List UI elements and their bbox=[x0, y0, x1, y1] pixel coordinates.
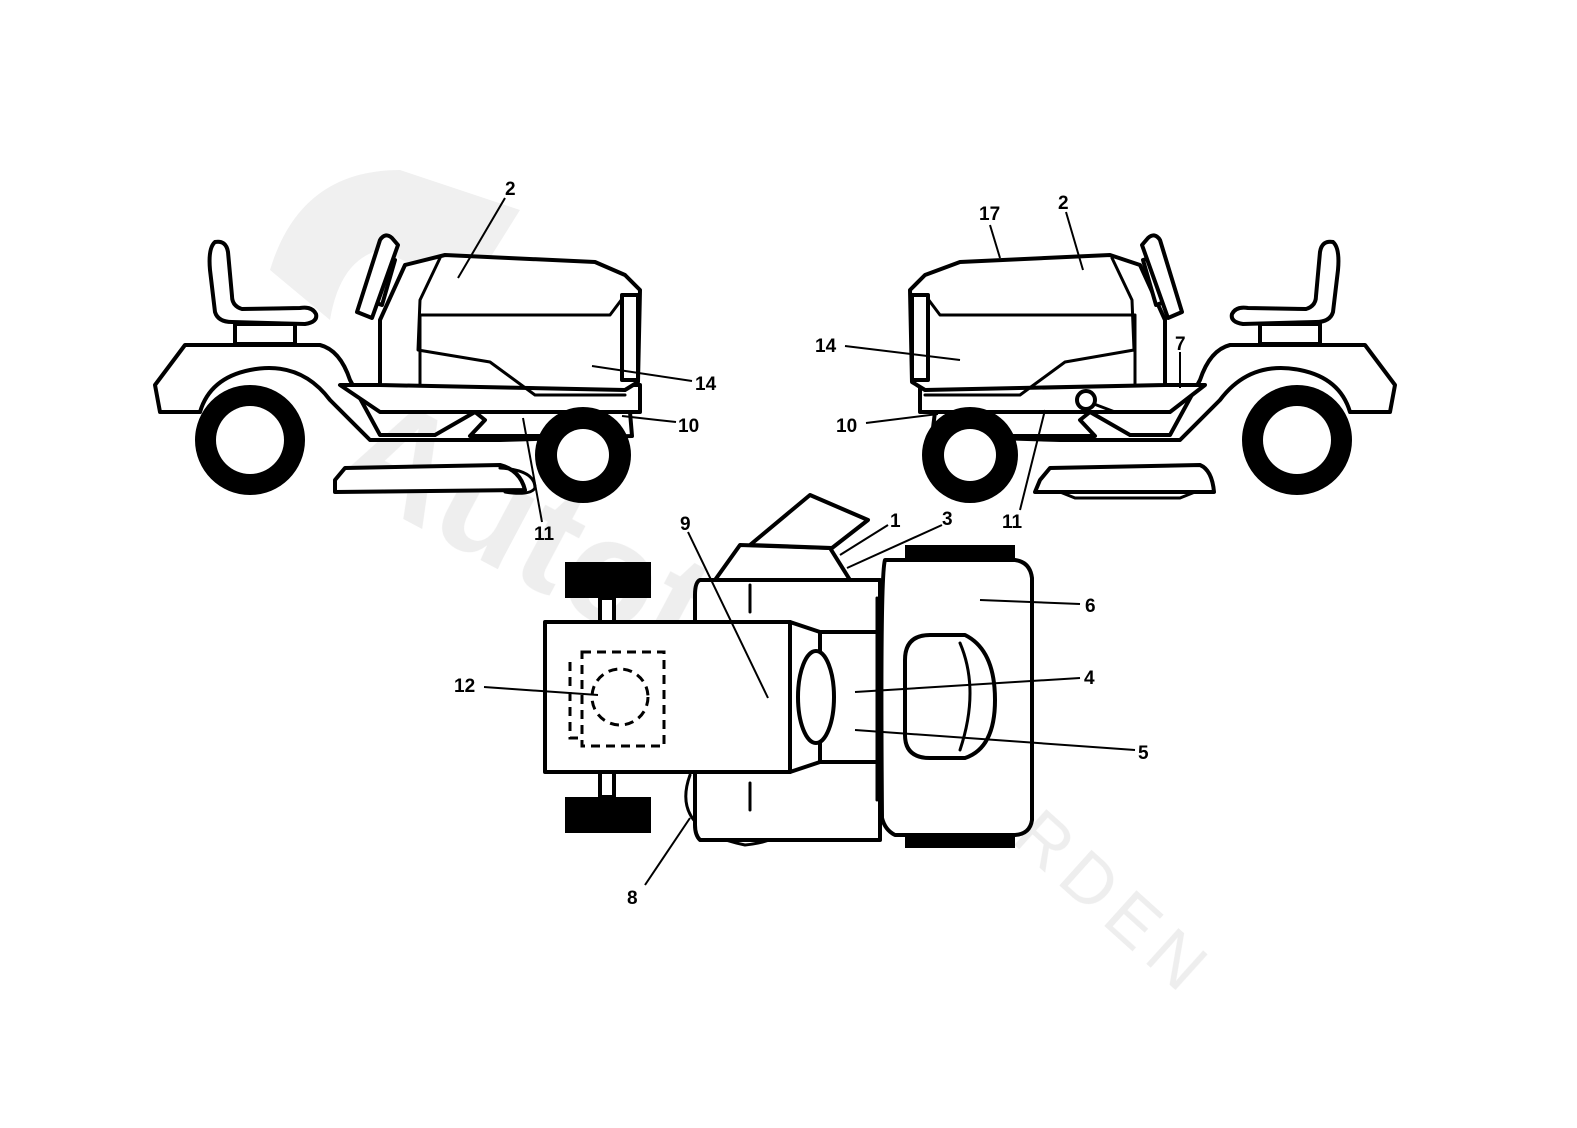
seat bbox=[207, 239, 319, 326]
callout-2-left: 2 bbox=[505, 179, 516, 200]
seat bbox=[1229, 239, 1341, 326]
leader-4 bbox=[854, 677, 1081, 693]
mower-deck bbox=[1033, 463, 1216, 494]
steering-wheel bbox=[1140, 233, 1184, 320]
steering-hub-top bbox=[796, 649, 836, 745]
discharge-chute bbox=[713, 543, 852, 582]
leader-14-right bbox=[844, 345, 961, 361]
callout-11-left: 11 bbox=[534, 524, 555, 545]
engine-outline bbox=[580, 650, 666, 748]
tractor-top-view: 1 3 9 6 12 4 5 8 bbox=[454, 493, 1149, 909]
callout-12: 12 bbox=[454, 676, 475, 697]
callout-9: 9 bbox=[680, 514, 691, 535]
leader-5 bbox=[854, 729, 1136, 751]
chute-deflector bbox=[748, 493, 870, 550]
callout-14-left: 14 bbox=[695, 374, 717, 395]
callout-1: 1 bbox=[890, 511, 901, 532]
rear-wheel-hub bbox=[1263, 406, 1331, 474]
callout-7-right: 7 bbox=[1175, 334, 1186, 355]
mower-deck bbox=[333, 463, 527, 494]
leader-17-right bbox=[989, 224, 1001, 259]
callout-14-right: 14 bbox=[815, 336, 837, 357]
front-wheel-top bbox=[565, 562, 651, 598]
leader-14-left bbox=[591, 365, 693, 382]
leader-8 bbox=[644, 817, 691, 886]
seat-post bbox=[1258, 322, 1322, 346]
front-wheel-hub bbox=[557, 429, 609, 481]
front-axle-top bbox=[598, 596, 616, 625]
callout-17-right: 17 bbox=[979, 204, 1000, 225]
control-lever bbox=[1092, 402, 1117, 414]
leader-11-left bbox=[522, 417, 543, 523]
leader-9 bbox=[687, 531, 769, 699]
front-wheel-hub bbox=[944, 429, 996, 481]
hood bbox=[378, 253, 642, 392]
leader-10-right bbox=[865, 413, 939, 424]
callout-4: 4 bbox=[1084, 668, 1095, 689]
callout-11-right: 11 bbox=[1002, 512, 1023, 533]
rear-wheel-hub bbox=[216, 406, 284, 474]
callout-3: 3 bbox=[942, 509, 953, 530]
leader-2-left bbox=[457, 197, 506, 279]
leader-10-left bbox=[621, 415, 677, 423]
steering-wheel bbox=[355, 233, 400, 320]
grille bbox=[620, 293, 640, 382]
control-lever-knob bbox=[1075, 389, 1097, 411]
deck-underside bbox=[1058, 490, 1197, 500]
callout-10-right: 10 bbox=[836, 416, 857, 437]
engine-air-filter bbox=[590, 667, 650, 727]
callout-10-left: 10 bbox=[678, 416, 699, 437]
engine-outline-back bbox=[568, 662, 582, 740]
seat-post bbox=[233, 322, 297, 346]
seat-top bbox=[903, 633, 997, 760]
leader-2-right bbox=[1065, 211, 1084, 271]
callout-6: 6 bbox=[1085, 596, 1096, 617]
hood-top bbox=[543, 620, 792, 774]
leader-1 bbox=[839, 524, 889, 556]
leader-12 bbox=[483, 686, 599, 696]
hood bbox=[908, 253, 1167, 392]
tractor-left-view: 2 14 10 11 bbox=[153, 179, 717, 545]
leader-6 bbox=[979, 599, 1081, 605]
leader-3 bbox=[846, 524, 943, 569]
callout-2-right: 2 bbox=[1058, 193, 1069, 214]
callout-8: 8 bbox=[627, 888, 638, 909]
callout-5: 5 bbox=[1138, 743, 1149, 764]
tractor-right-view: 17 2 14 7 10 11 bbox=[815, 193, 1397, 533]
leader-11-right bbox=[1019, 409, 1046, 511]
grille bbox=[910, 293, 930, 382]
front-wheel-bottom bbox=[565, 797, 651, 833]
front-axle-bottom bbox=[598, 769, 616, 799]
